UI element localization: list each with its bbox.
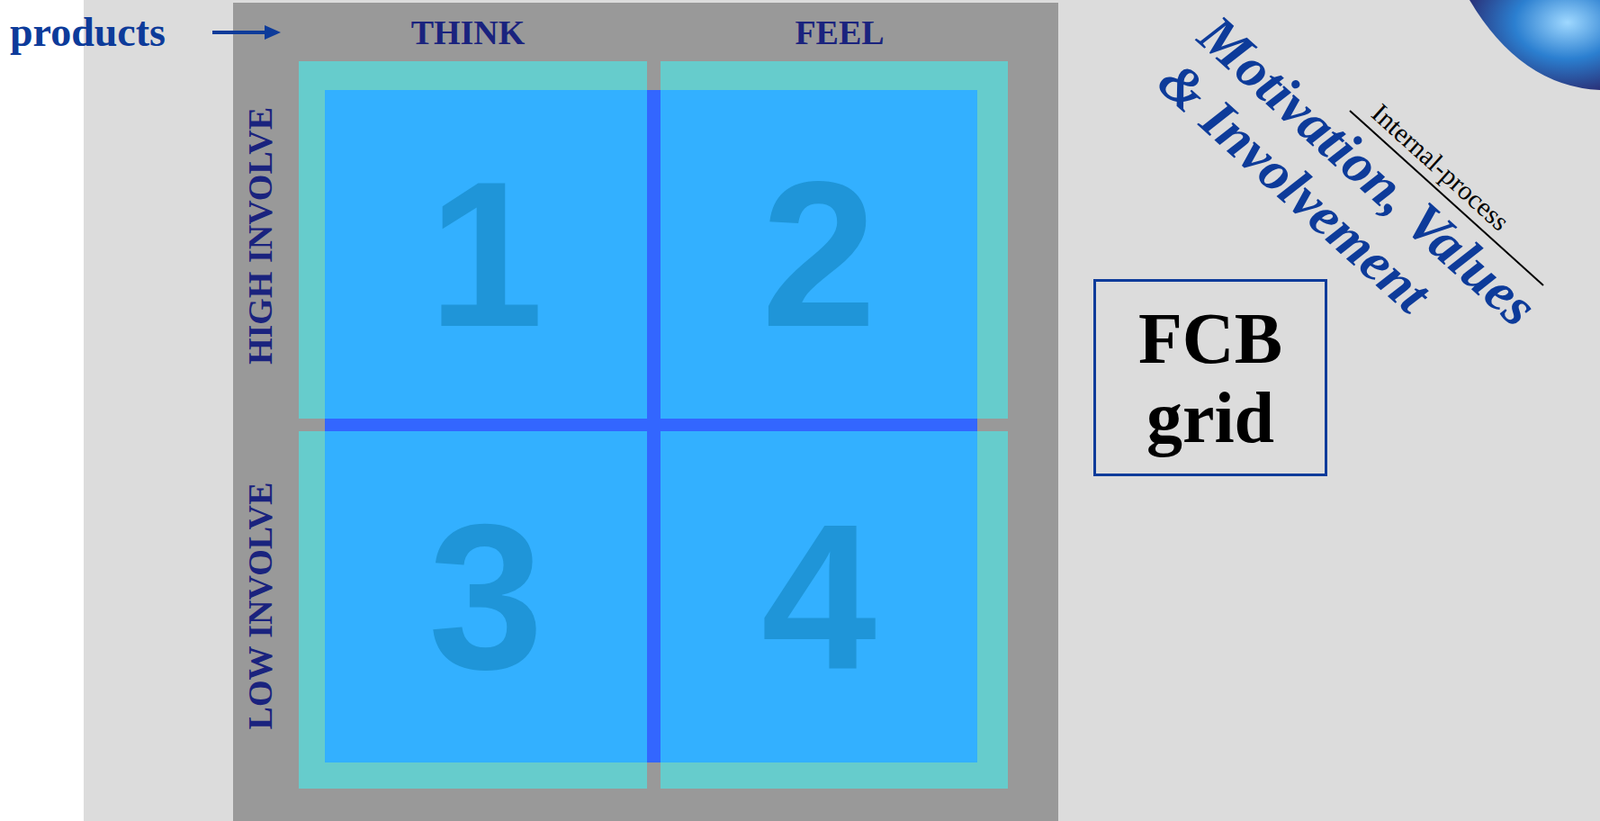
quadrant-cell: 3 <box>324 431 648 763</box>
quadrant-cell: 1 <box>324 89 648 419</box>
grid-fill <box>324 89 978 763</box>
node-text: 4 <box>761 493 877 701</box>
column-header: FEEL <box>794 15 884 50</box>
node-text: 3 <box>428 493 544 701</box>
node-text: FCB grid <box>1138 298 1283 458</box>
pointer-arrow <box>212 30 267 35</box>
node-text: 2 <box>761 151 877 359</box>
grid-panel <box>233 2 1059 821</box>
corner-picture <box>1469 0 1600 90</box>
column-header: THINK <box>411 15 526 50</box>
grid-divider <box>324 418 978 432</box>
quadrant-cell: 2 <box>660 89 978 419</box>
node-text: 1 <box>428 151 544 359</box>
grid-name-box: FCB grid <box>1093 278 1328 477</box>
pointer-arrowhead <box>264 25 281 40</box>
quadrant-cell: 4 <box>660 431 978 763</box>
slide-ground <box>83 0 1600 821</box>
row-header: LOW INVOLVE <box>242 482 278 730</box>
pointer-label: products <box>9 11 166 54</box>
row-header: HIGH INVOLVE <box>242 107 278 365</box>
